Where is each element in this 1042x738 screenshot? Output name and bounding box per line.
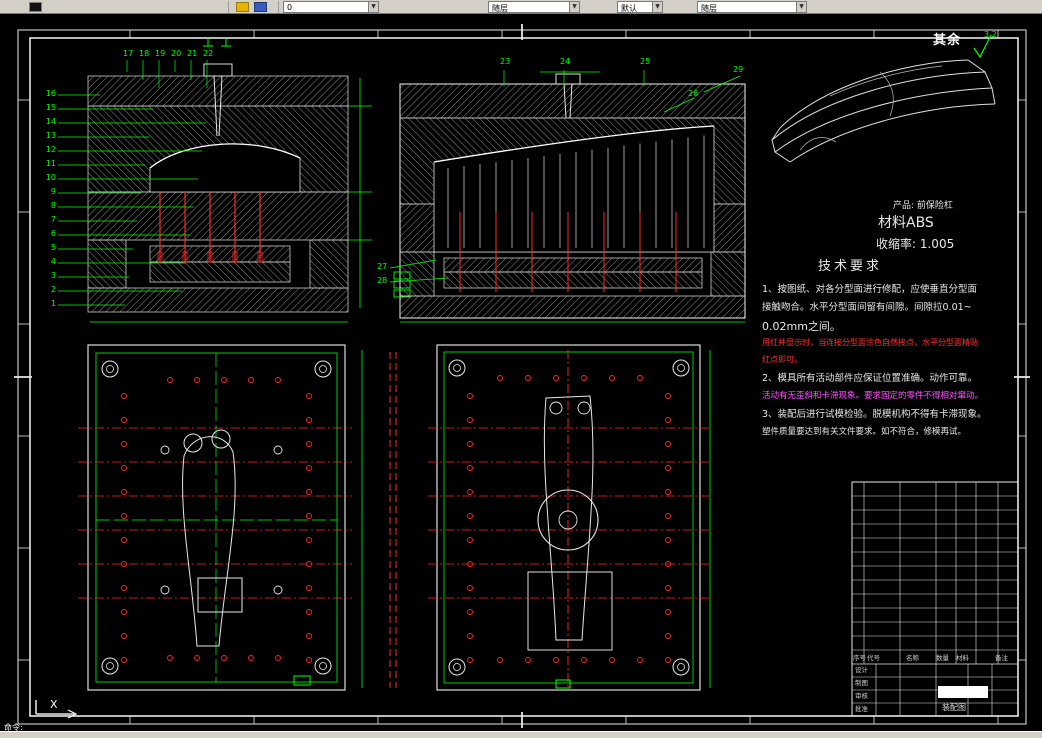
tech-requirement-line: 3、装配后进行试模检验。脱模机构不得有卡滞现象。 [762,409,987,420]
titleblock-label: 设计 [855,666,868,674]
callout-label: 25 [640,57,651,66]
parts-list-header: 代号 [867,654,880,662]
color-swatch-button[interactable] [29,2,42,12]
tech-requirement-line: 活动有无歪斜和卡滞现象。要求固定的零件不得相对窜动。 [762,391,984,401]
chevron-down-icon[interactable]: ▼ [569,2,579,12]
surface-finish-label: 其余 [933,33,962,48]
print-icon[interactable] [254,2,267,12]
tech-requirement-line: 接触吻合。水平分型面间留有间隙。间隙拉0.01~ [762,302,972,313]
callout-label: 13 [45,131,56,140]
callout-label: 15 [45,103,56,112]
callout-label: 21 [187,49,198,58]
parts-list-header: 备注 [995,654,1008,662]
callout-label: 12 [45,145,56,154]
callout-label: 10 [45,173,56,182]
callout-label: 28 [377,276,388,285]
product-shrinkage: 收缩率: 1.005 [876,237,955,251]
callout-label: 9 [50,187,56,196]
toolbar: 0 ▼ 随层 ▼ 默认 ▼ 随层 ▼ [0,0,1042,14]
product-name: 产品: 前保险杠 [893,201,953,211]
callout-label: 1 [50,299,56,308]
callout-label: 17 [123,49,134,58]
callout-label: 16 [45,89,56,98]
callout-label: 29 [733,65,744,74]
drawing-title: 装配图 [942,703,966,712]
callout-label: 6 [50,229,56,238]
callout-label: 11 [45,159,56,168]
status-bar [0,731,1042,738]
layer-dropdown[interactable]: 0 ▼ [283,1,379,13]
command-line[interactable]: 命令: [4,723,23,732]
surface-finish-value: 3.2 [984,30,997,39]
tech-requirement-line: 0.02mm之间。 [762,320,841,333]
callout-label: 24 [560,57,571,66]
open-icon[interactable] [236,2,249,12]
lineweight-dropdown[interactable]: 默认 ▼ [617,1,663,13]
layer-value: 0 [287,3,293,12]
tech-requirement-line: 1、按图纸、对各分型面进行修配，应使垂直分型面 [762,284,978,295]
callout-label: 27 [377,262,388,271]
titleblock-label: 批准 [855,705,868,713]
callout-label: 22 [203,49,214,58]
callout-label: 2 [50,285,56,294]
parts-list-header: 材料 [956,654,969,662]
callout-label: 14 [45,117,56,126]
callout-label: 23 [500,57,511,66]
linetype-value: 随层 [701,4,717,13]
callout-label: 19 [155,49,166,58]
linetype-dropdown[interactable]: 随层 ▼ [697,1,807,13]
chevron-down-icon[interactable]: ▼ [796,2,806,12]
titleblock-label: 制图 [855,679,868,687]
product-material: 材料ABS [878,215,934,231]
color-value: 随层 [492,4,508,13]
callout-label: 7 [50,215,56,224]
titleblock-label: 审核 [855,692,868,700]
callout-label: 4 [50,257,56,266]
callout-label: 26 [688,89,699,98]
parts-list-header: 序号 [853,654,866,662]
callout-label: 18 [139,49,150,58]
callout-label: 20 [171,49,182,58]
callout-label: 5 [50,243,56,252]
tech-requirement-line: 塑件质量要达到有关文件要求。如不符合，修模再试。 [762,427,967,437]
lineweight-value: 默认 [621,4,637,13]
color-dropdown[interactable]: 随层 ▼ [488,1,580,13]
tech-requirement-line: 2、模具所有活动部件应保证位置准确。动作可靠。 [762,373,978,384]
tech-requirements-title: 技术要求 [818,259,883,274]
chevron-down-icon[interactable]: ▼ [652,2,662,12]
callout-label: 3 [50,271,56,280]
parts-list-header: 名称 [906,654,919,662]
ucs-x-label: X [50,698,58,711]
parts-list-header: 数量 [936,654,949,662]
chevron-down-icon[interactable]: ▼ [368,2,378,12]
tech-requirement-line: 红点即可。 [762,355,802,364]
tech-requirement-line: 用红并显示时，当连接分型面涂色自然接点，水平分型面精贴 [762,338,978,347]
callout-label: 8 [50,201,56,210]
